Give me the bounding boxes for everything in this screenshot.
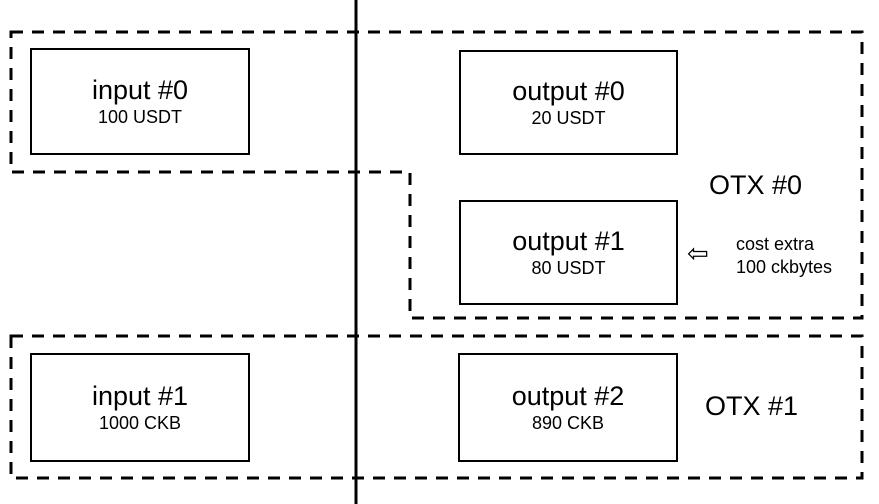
cell-output-0: output #0 20 USDT [459,50,678,155]
cell-title: output #1 [512,225,625,256]
cell-title: input #0 [91,74,189,105]
cell-title: input #1 [91,380,189,411]
cost-annotation-line-1: cost extra [736,234,815,254]
cell-title: output #2 [511,380,625,411]
left-arrow-icon: ⇦ [687,238,709,268]
cost-annotation: cost extra 100 ckbytes [736,233,832,278]
cell-output-2: output #2 890 CKB [458,353,678,462]
otx-1-group-outline [9,334,864,480]
otx-0-group-outline [9,30,864,320]
cell-input-1: input #1 1000 CKB [30,353,250,462]
otx-0-label: OTX #0 [709,170,803,200]
cell-output-1: output #1 80 USDT [459,200,678,305]
cost-annotation-line-2: 100 ckbytes [736,256,833,277]
cell-amount: 890 CKB [531,413,605,434]
cell-amount: 20 USDT [531,108,606,129]
cell-title: output #0 [512,75,625,106]
cell-amount: 100 USDT [97,107,183,128]
cell-amount: 80 USDT [531,258,606,279]
otx-1-label: OTX #1 [705,391,799,421]
cell-input-0: input #0 100 USDT [30,48,250,155]
cell-amount: 1000 CKB [98,413,182,434]
